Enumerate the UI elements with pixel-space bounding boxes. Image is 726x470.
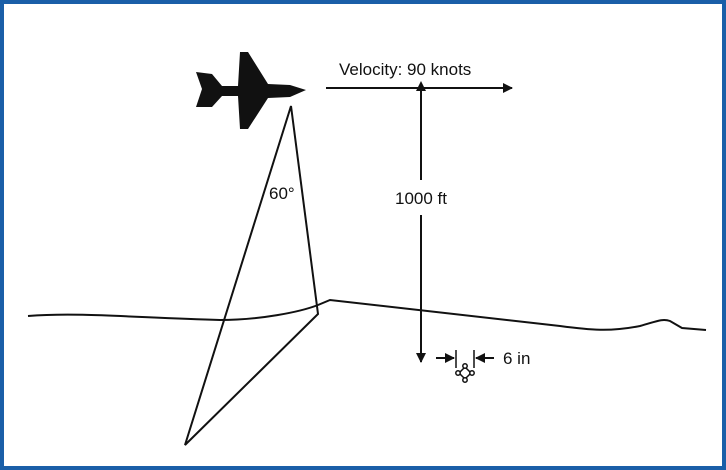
velocity-label: Velocity: 90 knots (339, 60, 471, 79)
jet-aircraft-icon (196, 52, 306, 129)
ground-target-icon (455, 363, 475, 383)
sensor-fov-triangle (184, 105, 320, 446)
altitude-label: 1000 ft (395, 189, 447, 208)
angle-label: 60° (269, 184, 295, 203)
target-size-label: 6 in (503, 349, 530, 368)
terrain-line (27, 298, 707, 331)
